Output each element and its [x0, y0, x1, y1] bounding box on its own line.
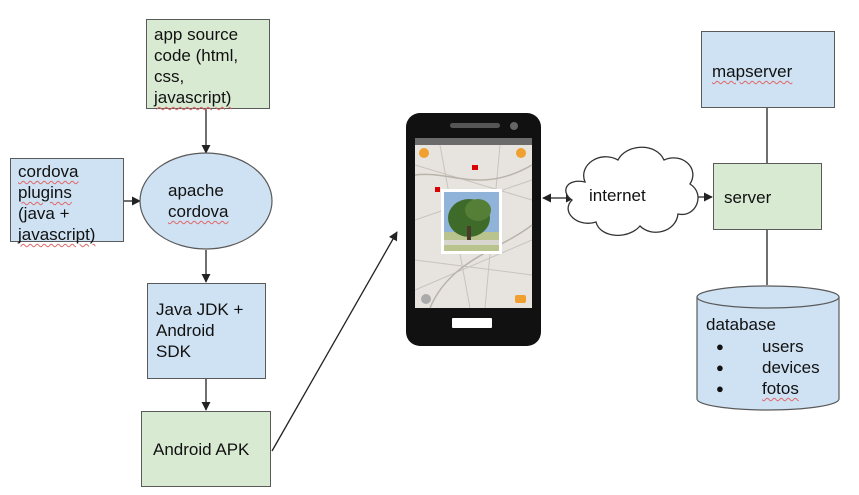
android-apk-label: Android APK [153, 440, 250, 459]
app-source-line: javascript) [154, 88, 232, 107]
jdk-line: Android [156, 321, 215, 340]
database-item-label: users [762, 337, 804, 356]
apache-cordova-ellipse [139, 152, 273, 250]
arrow-apk-to-phone [271, 231, 398, 452]
cordova-plugins-line: javascript) [18, 225, 96, 244]
database-item: ● users [706, 336, 836, 357]
cordova-plugins-line: plugins [18, 183, 72, 202]
app-source-line: css, [154, 67, 185, 86]
bullet: ● [716, 381, 724, 396]
server-box: server [713, 163, 822, 230]
apache-cordova-label: apache cordova [168, 180, 228, 222]
bullet: ● [716, 339, 724, 354]
app-source-line: code (html, [154, 46, 239, 65]
internet-cloud [565, 146, 699, 236]
database-cylinder [696, 285, 840, 411]
android-apk-box: Android APK [141, 411, 271, 487]
cordova-plugins-box: cordova plugins (java + javascript) [10, 158, 124, 244]
mapserver-label: mapserver [712, 62, 793, 81]
internet-label: internet [589, 186, 646, 205]
java-jdk-android-sdk-box: Java JDK + Android SDK [147, 283, 266, 379]
cordova-plugins-line: cordova [18, 162, 79, 181]
database-item-label: devices [762, 358, 820, 377]
app-source-line: app source [154, 25, 239, 44]
mapserver-box: mapserver [701, 31, 835, 108]
database-item: ● devices [706, 357, 836, 378]
smartphone-icon [406, 113, 541, 346]
database-title: database [706, 315, 776, 334]
bullet: ● [716, 360, 724, 375]
apache-cordova-line: cordova [168, 202, 229, 221]
jdk-line: Java JDK + [156, 300, 244, 319]
database-item-label: fotos [762, 379, 799, 398]
cordova-plugins-line: (java + [18, 204, 70, 223]
database-item: ● fotos [706, 378, 836, 399]
app-source-code-box: app source code (html, css, javascript) [146, 19, 270, 109]
jdk-line: SDK [156, 342, 191, 361]
server-label: server [724, 188, 772, 207]
apache-cordova-line: apache [168, 181, 224, 200]
